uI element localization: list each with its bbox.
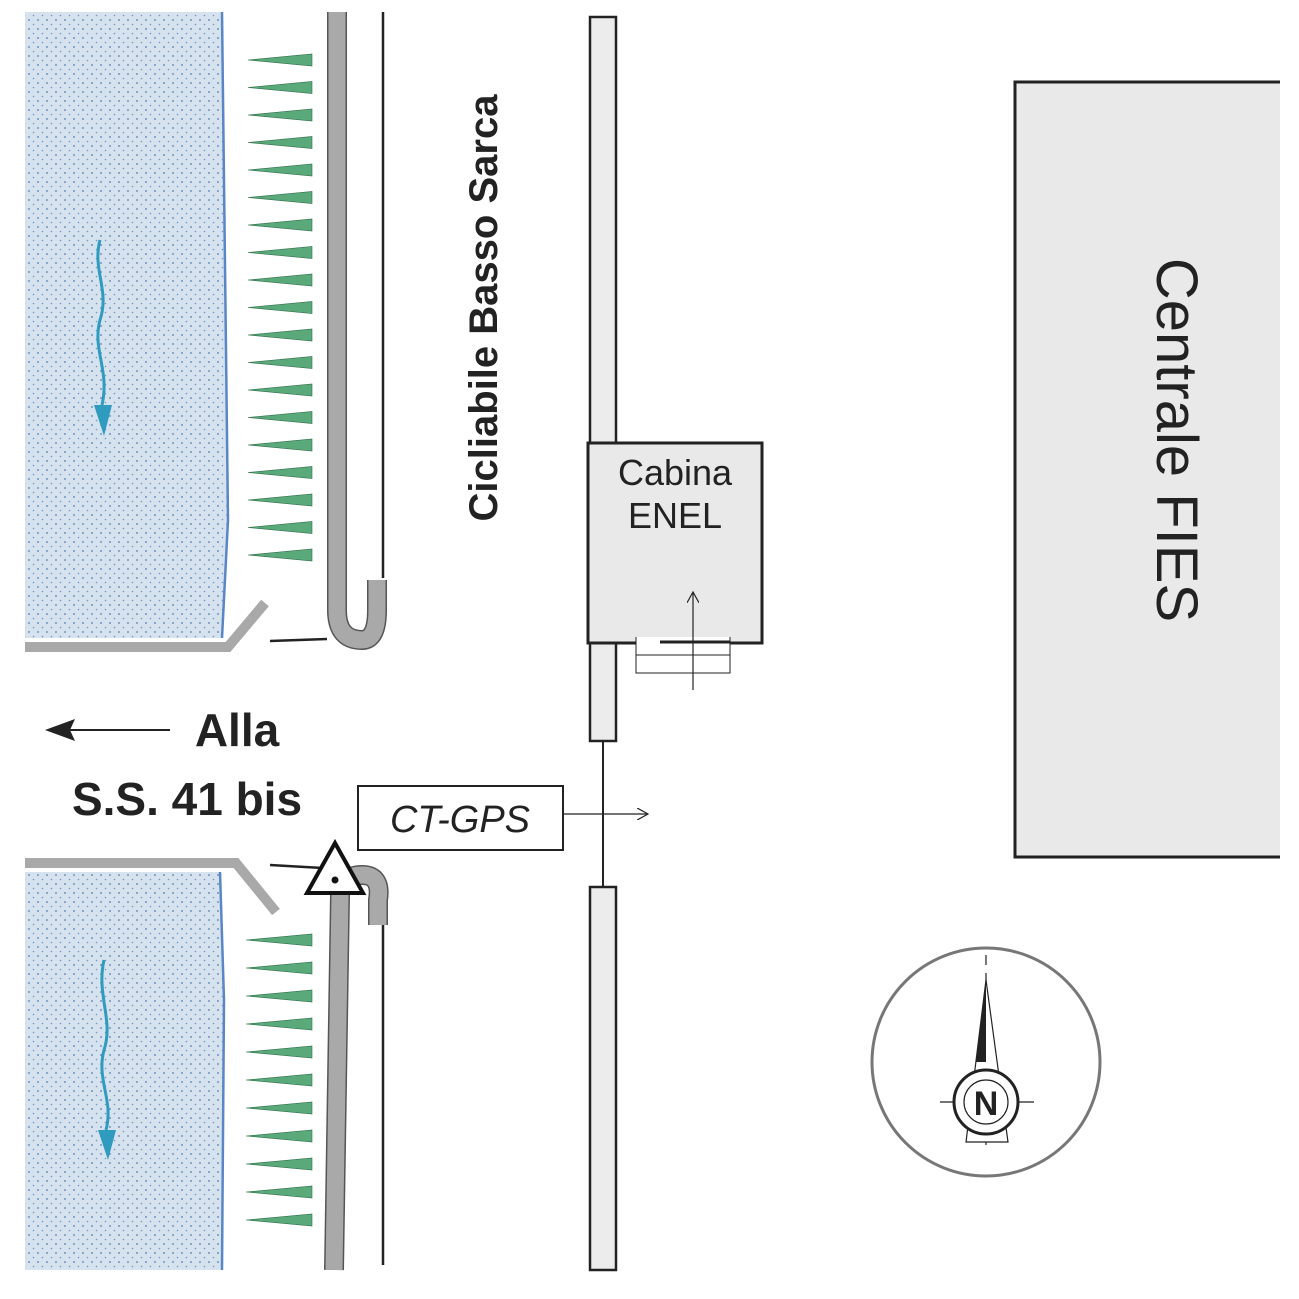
vegetation-icon (245, 1045, 313, 1059)
vegetation-icon (247, 273, 313, 287)
vegetation-icon (247, 548, 313, 562)
road-column (588, 15, 618, 1272)
vegetation-icon (245, 961, 313, 975)
cabin-building: Cabina ENEL (586, 441, 764, 690)
vegetation-icon (247, 136, 313, 149)
vegetation-icon (245, 1101, 313, 1115)
vegetation-icon (247, 411, 313, 424)
canal-lower (25, 871, 226, 1271)
cycle-path-label: Cicliabile Basso Sarca (462, 94, 506, 522)
vegetation-icon (245, 1017, 313, 1031)
vegetation-icon (247, 328, 313, 342)
vegetation-icon (245, 989, 313, 1003)
vegetation-icon (247, 438, 313, 452)
wall-upper (269, 12, 387, 651)
north-arrow-icon: N (870, 946, 1102, 1178)
vegetation-icon (247, 356, 313, 369)
bank-wall-lower (25, 858, 280, 916)
direction-label-1: Alla (195, 704, 280, 756)
station-label-box: CT-GPS (357, 785, 648, 851)
plant-label: Centrale FIES (1144, 258, 1209, 622)
vegetation-row-upper (247, 53, 313, 562)
vegetation-icon (245, 1073, 313, 1087)
north-label: N (974, 1085, 999, 1123)
vegetation-icon (247, 493, 313, 507)
vegetation-row-lower (245, 933, 313, 1227)
cabin-label-1: Cabina (618, 452, 733, 493)
bank-wall-upper (25, 599, 269, 652)
vegetation-icon (247, 191, 313, 204)
canal-upper (25, 11, 230, 639)
vegetation-icon (245, 1129, 313, 1143)
vegetation-icon (247, 383, 313, 397)
flow-arrow-icon (94, 239, 112, 436)
vegetation-icon (247, 466, 313, 479)
vegetation-icon (247, 53, 313, 67)
vegetation-icon (245, 1213, 313, 1227)
vegetation-icon (245, 933, 313, 947)
triangle-dot-icon (303, 838, 367, 895)
direction-label-2: S.S. 41 bis (72, 773, 302, 825)
vegetation-icon (247, 108, 313, 122)
vegetation-icon (247, 521, 313, 534)
direction-indicator: Alla S.S. 41 bis (45, 704, 302, 825)
vegetation-icon (247, 163, 313, 177)
flow-arrow-icon (98, 959, 116, 1160)
wall-lower (269, 863, 389, 1271)
vegetation-icon (247, 218, 313, 232)
vegetation-icon (247, 81, 313, 94)
vegetation-icon (245, 1185, 313, 1199)
cabin-label-2: ENEL (628, 495, 722, 536)
vegetation-icon (245, 1157, 313, 1171)
arrow-left-icon (45, 719, 75, 741)
station-label: CT-GPS (390, 799, 530, 841)
vegetation-icon (247, 246, 313, 259)
plant-building: Centrale FIES (1013, 80, 1280, 859)
vegetation-icon (247, 301, 313, 314)
